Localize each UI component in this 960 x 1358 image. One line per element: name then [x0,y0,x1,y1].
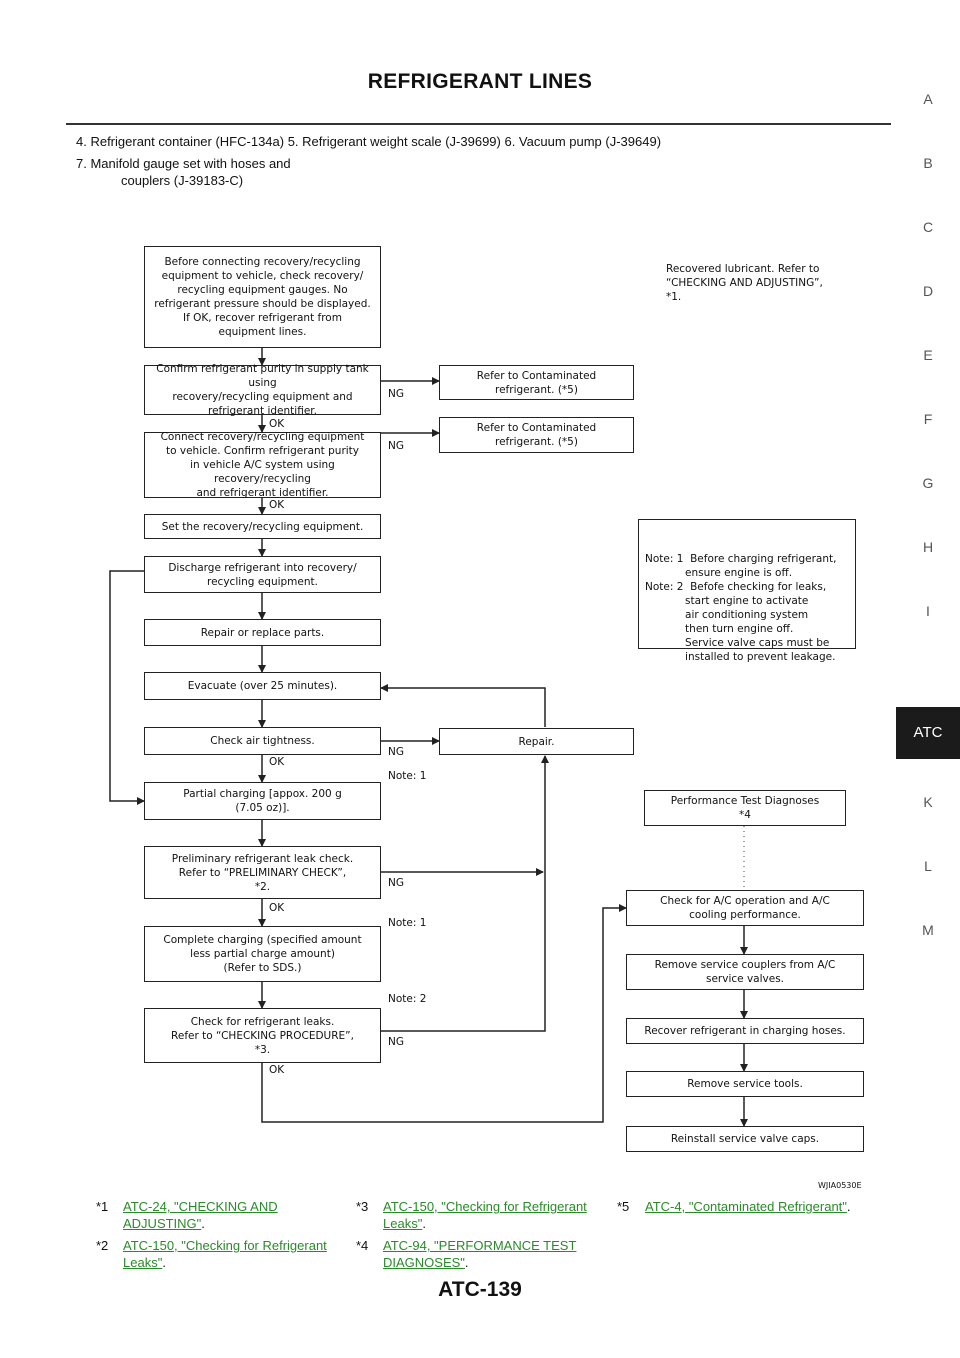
section-tab-k[interactable]: K [923,794,933,810]
ok-label: OK [269,1064,285,1076]
flow-step-set-equipment: Set the recovery/recycling equipment. [144,514,381,539]
flow-notes-box: Note: 1 Before charging refrigerant, ens… [638,519,856,663]
section-tab-i[interactable]: I [926,603,930,619]
flow-step-check-air-tightness: Check air tightness. [144,727,381,755]
ref-link-1[interactable]: ATC-24, "CHECKING AND ADJUSTING". [123,1199,278,1231]
ng-label: NG [388,440,404,452]
ref-num-3: *3 [356,1199,369,1214]
title-divider [66,123,891,125]
section-tab-h[interactable]: H [922,539,934,555]
flow-step-partial-charging: Partial charging [appox. 200 g(7.05 oz)]… [144,782,381,820]
section-tab-m[interactable]: M [922,922,934,938]
section-tab-l[interactable]: L [924,858,932,874]
flow-recover-refrigerant-hoses: Recover refrigerant in charging hoses. [626,1018,864,1044]
section-tab-d[interactable]: D [922,283,934,299]
flow-step-preliminary-leak-check: Preliminary refrigerant leak check.Refer… [144,846,381,899]
ref-num-1: *1 [96,1199,109,1214]
section-tab-a[interactable]: A [923,91,933,107]
section-tab-g[interactable]: G [922,475,934,491]
ng-label: NG [388,388,404,400]
ok-label: OK [269,902,285,914]
ng-label: NG [388,877,404,889]
figure-id: WJIA0530E [818,1181,862,1190]
section-tab-f[interactable]: F [923,411,933,427]
ref-link-5[interactable]: ATC-4, "Contaminated Refrigerant". [645,1199,851,1214]
ok-label: OK [269,756,285,768]
ref-num-5: *5 [617,1199,630,1214]
ref-num-2: *2 [96,1238,109,1253]
flow-reinstall-valve-caps: Reinstall service valve caps. [626,1126,864,1152]
flow-step-check-leaks: Check for refrigerant leaks.Refer to “CH… [144,1008,381,1063]
ng-label: NG [388,1036,404,1048]
section-tab-b[interactable]: B [923,155,933,171]
legend-line-1: 4. Refrigerant container (HFC-134a) 5. R… [76,134,662,149]
flow-step-evacuate: Evacuate (over 25 minutes). [144,672,381,700]
page-title: REFRIGERANT LINES [367,70,593,93]
flow-remove-service-tools: Remove service tools. [626,1071,864,1097]
legend-line-2b: couplers (J-39183-C) [121,173,244,188]
page-number: ATC-139 [438,1278,522,1301]
section-tab-e[interactable]: E [923,347,933,363]
ref-num-4: *4 [356,1238,369,1253]
section-tab-c[interactable]: C [922,219,934,235]
note-1-label: Note: 1 [388,770,427,782]
ref-link-2[interactable]: ATC-150, "Checking for Refrigerant Leaks… [123,1238,327,1270]
ok-label: OK [269,499,285,511]
ok-label: OK [269,418,285,430]
note-2-label: Note: 2 [388,993,427,1005]
flow-step-confirm-supply-purity: Confirm refrigerant purity in supply tan… [144,363,381,417]
note-1-label: Note: 1 [388,917,427,929]
ref-link-4[interactable]: ATC-94, "PERFORMANCE TEST DIAGNOSES". [383,1238,577,1270]
flow-performance-test-diagnoses: Performance Test Diagnoses*4 [644,790,846,826]
ng-label: NG [388,746,404,758]
ref-link-3[interactable]: ATC-150, "Checking for Refrigerant Leaks… [383,1199,587,1231]
flow-repair: Repair. [439,728,634,755]
flow-step-discharge: Discharge refrigerant into recovery/recy… [144,556,381,593]
lubricant-note: Recovered lubricant. Refer to“CHECKING A… [666,263,823,303]
legend-line-2a: 7. Manifold gauge set with hoses and [76,156,291,171]
flow-step-repair-replace: Repair or replace parts. [144,619,381,646]
section-tab-atc-active[interactable]: ATC [896,707,960,759]
